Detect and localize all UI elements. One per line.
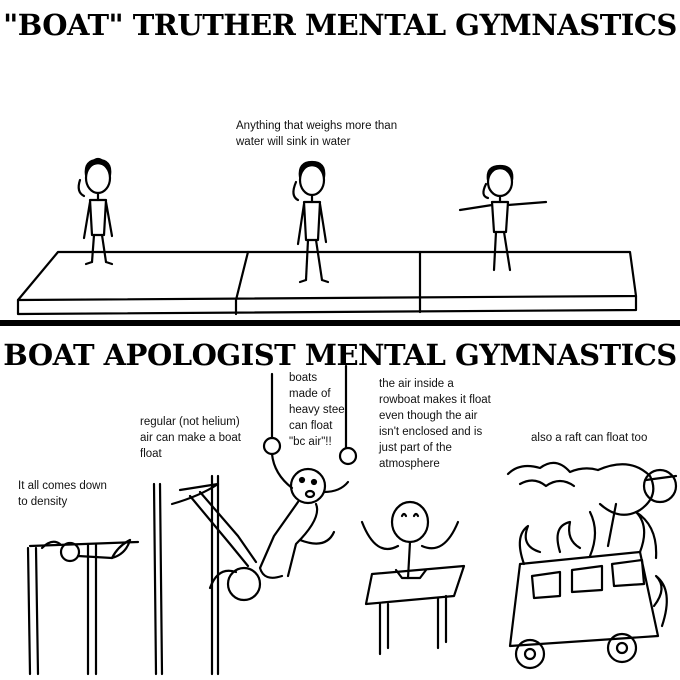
bottom-illustration	[26, 364, 678, 676]
high-bar-gymnast	[26, 538, 140, 676]
gymnast-standing-center	[292, 160, 330, 284]
top-illustration	[16, 157, 638, 316]
pommel-horse-gymnast	[360, 500, 466, 656]
gymnast-arms-out	[458, 164, 548, 272]
caption-helium: regular (not helium) air can make a boat…	[140, 416, 242, 460]
rings-gymnast	[258, 364, 358, 579]
uneven-bars-gymnast	[152, 474, 262, 676]
top-caption: Anything that weighs more than water wil…	[236, 120, 398, 148]
caption-rings: boats made of heavy steel can float "bc …	[289, 372, 348, 448]
raft-car-on-fire	[506, 461, 678, 670]
top-panel: "BOAT" TRUTHER MENTAL GYMNASTICS Anythin…	[0, 0, 680, 320]
bottom-panel: BOAT APOLOGIST MENTAL GYMNASTICS It all …	[0, 326, 680, 680]
panel-divider	[0, 320, 680, 326]
caption-raft: also a raft can float too	[531, 432, 648, 444]
top-panel-title: "BOAT" TRUTHER MENTAL GYMNASTICS	[3, 8, 677, 42]
bottom-panel-title: BOAT APOLOGIST MENTAL GYMNASTICS	[3, 338, 677, 372]
caption-density: It all comes down to density	[18, 480, 107, 508]
gym-mat	[16, 250, 638, 316]
caption-rowboat: the air inside a rowboat makes it float …	[379, 378, 491, 470]
gymnast-standing-left	[77, 157, 114, 266]
